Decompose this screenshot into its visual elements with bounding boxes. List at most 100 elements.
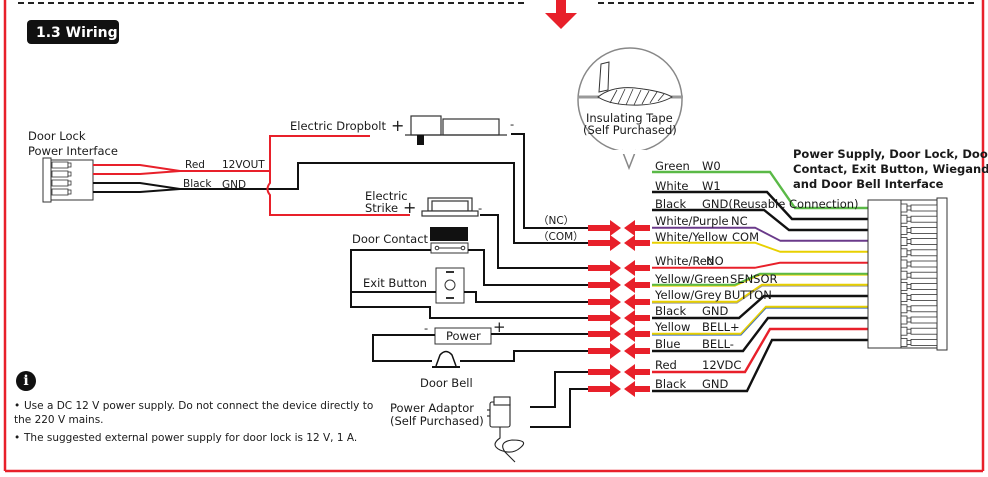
right-wire-signal: 12VDC — [702, 358, 741, 372]
power-adaptor-label-1: Power Adaptor — [390, 401, 474, 415]
right-wire — [652, 226, 868, 243]
connection-arrow-icon — [588, 235, 650, 251]
connection-arrow-icon — [588, 364, 650, 380]
right-interface-title-1: Power Supply, Door Lock, Door — [793, 147, 988, 161]
insulating-tape-label-1: Insulating Tape — [586, 111, 673, 125]
info-icon: i — [16, 371, 36, 391]
connection-arrows — [588, 220, 650, 397]
connection-arrow-icon — [588, 343, 650, 359]
note-item-2: •The suggested external power supply for… — [14, 432, 358, 444]
right-wire-signal: BUTTON — [724, 288, 772, 302]
device-connector-icon — [867, 197, 948, 351]
right-wire-color: Blue — [655, 337, 680, 351]
right-wire-signal: BELL+ — [702, 320, 740, 334]
right-wire-signal: NO — [706, 254, 724, 268]
right-interface-title-3: and Door Bell Interface — [793, 177, 944, 191]
right-wire-color: Black — [655, 377, 686, 391]
right-wire-color: Yellow/Green — [654, 272, 729, 286]
right-wire — [652, 327, 868, 374]
power-label: Power — [446, 329, 481, 343]
right-wire-color: White — [655, 179, 688, 193]
nc-label: （NC） — [538, 215, 574, 227]
right-wire — [652, 316, 868, 353]
right-wire — [652, 170, 868, 210]
right-wire — [652, 294, 868, 320]
right-wire-signal: NC — [731, 214, 748, 228]
right-wire-signal: W1 — [702, 179, 721, 193]
strike-label-1: Electric — [365, 189, 408, 203]
frame — [3, 0, 985, 473]
connection-arrow-icon — [588, 277, 650, 293]
door-contact-icon — [430, 227, 469, 254]
insulating-tape-icon — [579, 61, 683, 106]
right-wire — [652, 241, 868, 254]
adaptor-wires — [530, 371, 588, 428]
power-adaptor-label-2: (Self Purchased) — [390, 414, 484, 428]
left-wire-1-color: Red — [185, 159, 205, 171]
dropbolt-minus: - — [510, 117, 514, 131]
right-wire-signal: BELL- — [702, 337, 734, 351]
electric-dropbolt-icon — [405, 115, 507, 145]
right-wire-signal: COM — [732, 230, 759, 244]
right-wire — [652, 338, 868, 393]
section-title: 1.3 Wiring — [36, 25, 118, 41]
strike-label-2: Strike — [365, 201, 398, 215]
com-label: （COM） — [538, 231, 584, 243]
right-wire-color: White/Red — [655, 254, 714, 268]
sensor-button-wires — [350, 249, 588, 319]
right-wire-signal: W0 — [702, 159, 721, 173]
strike-plus: + — [403, 198, 416, 217]
dropbolt-plus: + — [391, 116, 404, 135]
left-wire-2-color: Black — [183, 178, 212, 190]
right-wire — [652, 305, 868, 336]
power-plus: + — [493, 318, 506, 336]
down-arrow-icon — [545, 0, 577, 29]
left-interface-title-2: Power Interface — [28, 144, 118, 158]
section-title-badge: 1.3 Wiring — [27, 20, 119, 44]
strike-minus-wire — [480, 214, 588, 269]
right-wire-color: Yellow — [654, 320, 690, 334]
right-wire-signal: GND(Reusable Connection) — [702, 197, 859, 211]
insulating-tape-label-2: (Self Purchased) — [583, 123, 677, 137]
right-interface-title-2: Contact, Exit Button, Wiegand, — [793, 162, 988, 176]
connection-arrow-icon — [588, 260, 650, 276]
right-wire-color: Green — [655, 159, 690, 173]
left-wires — [93, 135, 588, 244]
right-wire — [652, 190, 868, 221]
dropbolt-minus-wire — [511, 133, 588, 229]
door-bell-label: Door Bell — [420, 376, 473, 390]
connection-arrow-icon — [588, 310, 650, 326]
insulating-tape-callout: Insulating Tape (Self Purchased) — [577, 47, 683, 171]
right-wire-color: White/Purple — [655, 214, 729, 228]
strike-minus: - — [478, 201, 482, 215]
right-wire — [652, 208, 868, 232]
bell-wires — [372, 333, 588, 362]
right-wire — [652, 283, 868, 304]
right-wire — [652, 272, 868, 287]
right-wire-color: Black — [655, 197, 686, 211]
exit-button-icon — [435, 267, 465, 304]
power-adaptor-icon — [487, 396, 525, 463]
door-bell-icon — [432, 350, 460, 368]
left-wire-2-signal: GND — [222, 179, 246, 191]
right-wire-color: White/Yellow — [655, 230, 728, 244]
right-wire — [652, 261, 868, 270]
left-interface-title-1: Door Lock — [28, 129, 86, 143]
right-wire-signal: SENSOR — [730, 272, 778, 286]
dropbolt-label: Electric Dropbolt — [290, 119, 386, 133]
right-wire-color: Yellow/Grey — [654, 288, 722, 302]
right-wire-color: Black — [655, 304, 686, 318]
door-lock-connector-icon — [42, 157, 94, 203]
exit-button-label: Exit Button — [363, 276, 427, 290]
connection-arrow-icon — [588, 381, 650, 397]
right-wires — [652, 170, 868, 393]
power-minus: - — [424, 321, 428, 335]
connection-arrow-icon — [588, 220, 650, 236]
electric-strike-icon — [421, 197, 479, 217]
connection-arrow-icon — [588, 326, 650, 342]
note-item-1: •Use a DC 12 V power supply. Do not conn… — [14, 400, 374, 426]
right-wire-color: Red — [655, 358, 677, 372]
right-wire-signal: GND — [702, 304, 729, 318]
door-contact-label: Door Contact — [352, 232, 429, 246]
